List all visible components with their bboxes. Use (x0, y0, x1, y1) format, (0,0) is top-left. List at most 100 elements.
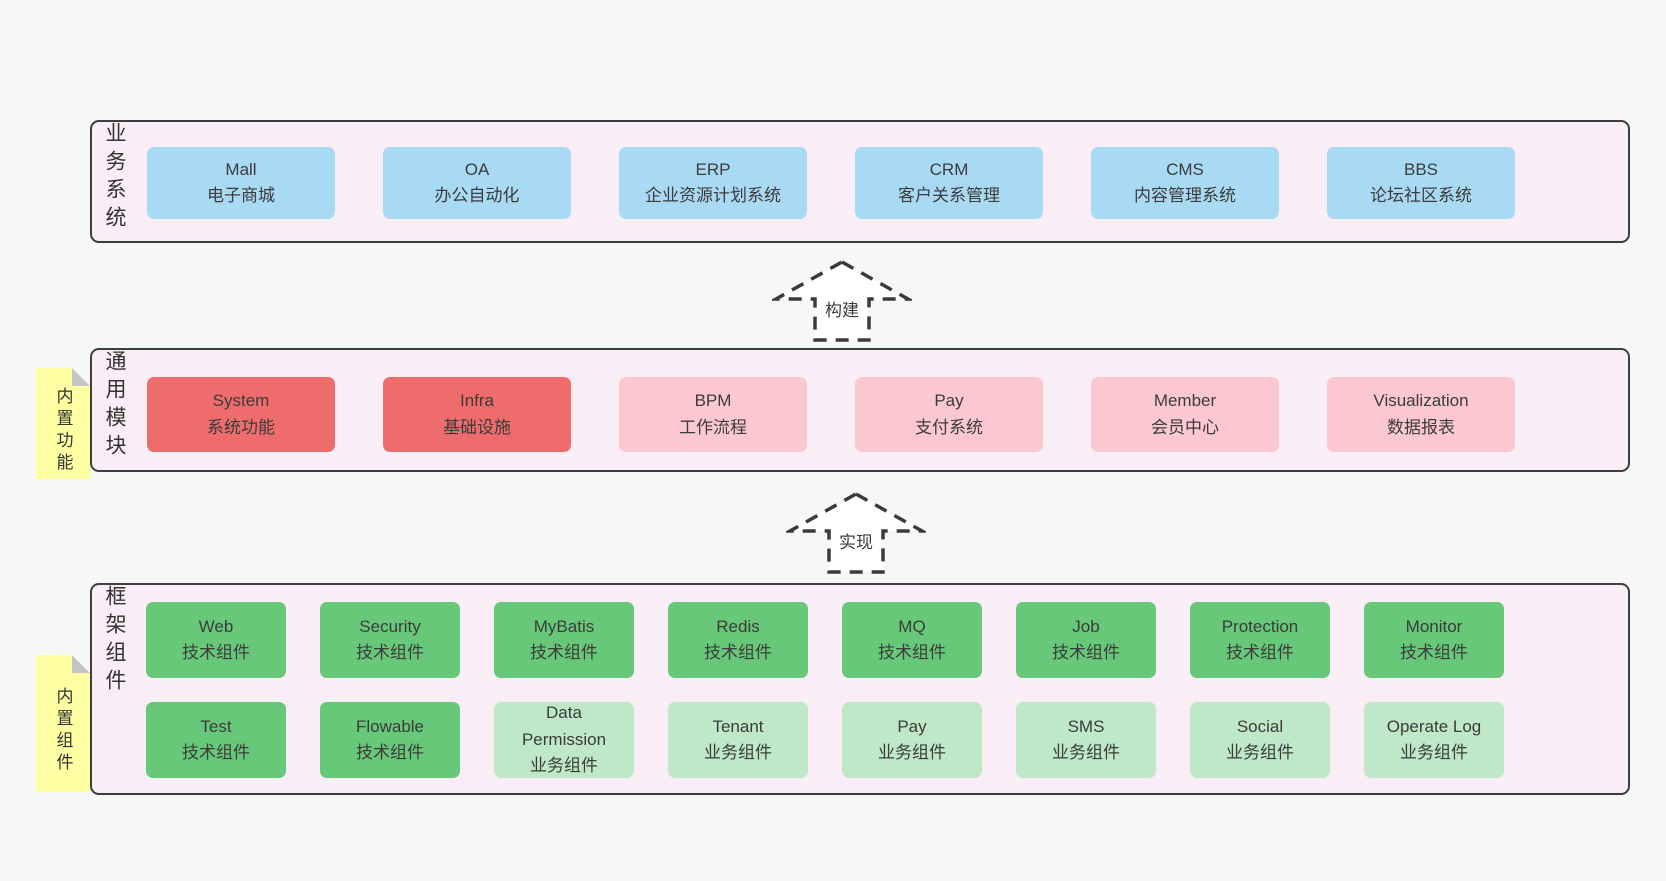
box-mall: Mall 电子商城 (147, 147, 335, 219)
box-security-name: Security (359, 616, 421, 636)
box-pay-component: Pay 业务组件 (842, 702, 982, 778)
box-job-name: Job (1072, 616, 1100, 636)
box-monitor-desc: 技术组件 (1400, 643, 1468, 662)
note-fold-icon (72, 368, 90, 386)
box-pay-module-desc: 支付系统 (915, 417, 983, 437)
box-bpm: BPM 工作流程 (619, 377, 807, 452)
implement-arrow-label: 实现 (836, 527, 876, 554)
box-sms-desc: 业务组件 (1052, 743, 1120, 762)
common-modules-layer: 通用模块 System 系统功能 Infra 基础设施 BPM 工作流程 Pay… (90, 348, 1630, 472)
builtin-components-note: 内置组件 (36, 655, 90, 792)
box-mall-name: Mall (225, 159, 257, 179)
box-operate-log-desc: 业务组件 (1400, 743, 1468, 762)
framework-components-label: 框架组件 (103, 585, 126, 697)
box-social-name: Social (1236, 716, 1284, 736)
box-pay-component-name: Pay (897, 716, 927, 736)
implement-arrow: 实现 (786, 491, 926, 575)
box-crm: CRM 客户关系管理 (855, 147, 1043, 219)
box-operate-log-name: Operate Log (1386, 716, 1482, 736)
box-member: Member 会员中心 (1091, 377, 1279, 452)
box-flowable-desc: 技术组件 (356, 743, 424, 762)
box-crm-name: CRM (929, 159, 969, 179)
box-infra-desc: 基础设施 (443, 417, 511, 437)
box-pay-component-desc: 业务组件 (878, 743, 946, 762)
box-crm-desc: 客户关系管理 (898, 186, 1000, 205)
box-monitor: Monitor 技术组件 (1364, 602, 1504, 678)
build-arrow-label: 构建 (822, 295, 862, 322)
box-pay-module-name: Pay (934, 391, 964, 411)
box-oa-desc: 办公自动化 (434, 186, 520, 205)
box-data-permission-name: Data Permission (521, 703, 607, 749)
box-tenant: Tenant 业务组件 (668, 702, 808, 778)
box-protection: Protection 技术组件 (1190, 602, 1330, 678)
box-erp: ERP 企业资源计划系统 (619, 147, 807, 219)
box-system-name: System (212, 391, 270, 411)
box-mq-name: MQ (898, 616, 926, 636)
box-operate-log: Operate Log 业务组件 (1364, 702, 1504, 778)
box-cms-name: CMS (1166, 159, 1204, 179)
box-visualization: Visualization 数据报表 (1327, 377, 1515, 452)
box-job-desc: 技术组件 (1052, 643, 1120, 662)
box-oa-name: OA (464, 159, 490, 179)
note-fold-icon (72, 655, 90, 673)
box-infra-name: Infra (459, 391, 495, 411)
box-security-desc: 技术组件 (356, 643, 424, 662)
box-bbs: BBS 论坛社区系统 (1327, 147, 1515, 219)
box-test-desc: 技术组件 (182, 743, 250, 762)
box-oa: OA 办公自动化 (383, 147, 571, 219)
box-mybatis-name: MyBatis (533, 616, 595, 636)
box-bbs-desc: 论坛社区系统 (1370, 186, 1472, 205)
box-flowable-name: Flowable (355, 716, 425, 736)
box-job: Job 技术组件 (1016, 602, 1156, 678)
box-system-desc: 系统功能 (207, 417, 275, 437)
box-test-name: Test (200, 716, 232, 736)
box-tenant-name: Tenant (712, 716, 764, 736)
box-visualization-name: Visualization (1373, 391, 1469, 411)
box-erp-name: ERP (695, 159, 731, 179)
box-pay-module: Pay 支付系统 (855, 377, 1043, 452)
box-web-desc: 技术组件 (182, 643, 250, 662)
box-redis-desc: 技术组件 (704, 643, 772, 662)
business-systems-layer: 业务系统 Mall 电子商城 OA 办公自动化 ERP 企业资源计划系统 CRM… (90, 120, 1630, 243)
box-security: Security 技术组件 (320, 602, 460, 678)
box-bpm-name: BPM (694, 391, 732, 411)
box-web: Web 技术组件 (146, 602, 286, 678)
box-mybatis-desc: 技术组件 (530, 643, 598, 662)
box-web-name: Web (198, 616, 234, 636)
box-mall-desc: 电子商城 (207, 186, 275, 205)
box-cms-desc: 内容管理系统 (1134, 186, 1236, 205)
box-mybatis: MyBatis 技术组件 (494, 602, 634, 678)
box-test: Test 技术组件 (146, 702, 286, 778)
box-system: System 系统功能 (147, 377, 335, 452)
box-member-desc: 会员中心 (1151, 417, 1219, 437)
box-mq-desc: 技术组件 (878, 643, 946, 662)
box-infra: Infra 基础设施 (383, 377, 571, 452)
box-sms-name: SMS (1067, 716, 1105, 736)
framework-components-layer: 框架组件 Web 技术组件 Security 技术组件 MyBatis 技术组件… (90, 583, 1630, 795)
box-flowable: Flowable 技术组件 (320, 702, 460, 778)
box-social: Social 业务组件 (1190, 702, 1330, 778)
box-data-permission: Data Permission 业务组件 (494, 702, 634, 778)
builtin-functions-note: 内置功能 (36, 368, 90, 479)
builtin-functions-note-text: 内置功能 (53, 386, 73, 475)
box-bbs-name: BBS (1403, 159, 1439, 179)
box-sms: SMS 业务组件 (1016, 702, 1156, 778)
common-modules-label: 通用模块 (103, 350, 126, 462)
box-protection-name: Protection (1221, 616, 1299, 636)
box-redis: Redis 技术组件 (668, 602, 808, 678)
box-redis-name: Redis (716, 616, 760, 636)
box-cms: CMS 内容管理系统 (1091, 147, 1279, 219)
business-systems-label: 业务系统 (103, 122, 126, 234)
box-visualization-desc: 数据报表 (1387, 417, 1455, 437)
box-social-desc: 业务组件 (1226, 743, 1294, 762)
build-arrow: 构建 (772, 259, 912, 343)
box-data-permission-desc: 业务组件 (530, 756, 598, 776)
box-protection-desc: 技术组件 (1226, 643, 1294, 662)
box-erp-desc: 企业资源计划系统 (645, 186, 781, 205)
builtin-components-note-text: 内置组件 (53, 686, 73, 775)
box-member-name: Member (1153, 391, 1217, 411)
box-bpm-desc: 工作流程 (679, 417, 747, 437)
box-mq: MQ 技术组件 (842, 602, 982, 678)
box-tenant-desc: 业务组件 (704, 743, 772, 762)
